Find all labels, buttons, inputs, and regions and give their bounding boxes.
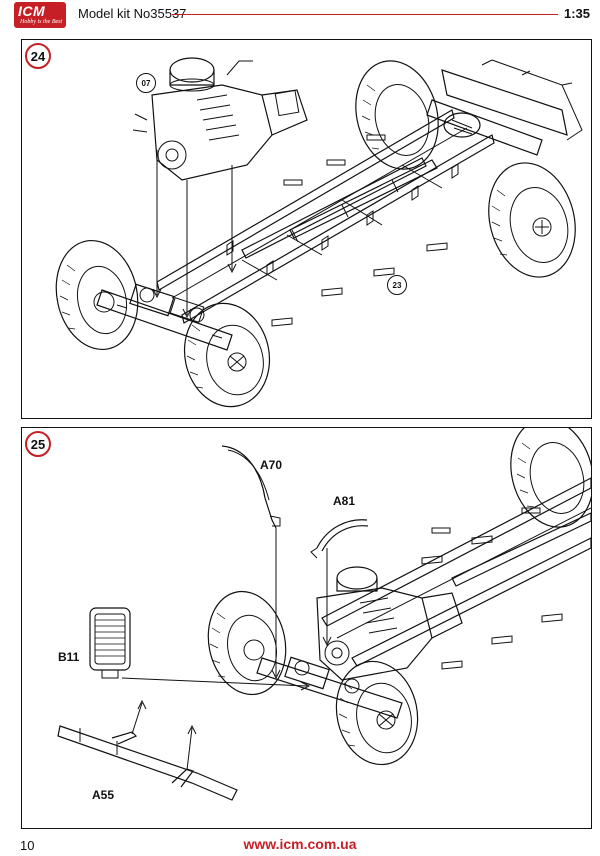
step-number-24: 24 [25,43,51,69]
website-link[interactable]: www.icm.com.ua [243,836,357,852]
frame-rails [156,109,495,327]
sub-assembly-ref-23: 23 [387,275,407,295]
sub-assembly-ref-07: 07 [136,73,156,93]
page-header: ICM Hobby is the Best Model kit No35537 … [0,0,600,30]
engine-assembly [132,57,308,181]
part-a81-hose [310,519,369,647]
part-label-a70: A70 [260,458,283,472]
frame-rails-25 [321,477,591,670]
kit-number: Model kit No35537 [78,6,187,21]
logo-tagline: Hobby is the Best [20,19,63,25]
icm-logo: ICM Hobby is the Best [14,2,66,28]
scale-label: 1:35 [563,6,590,21]
front-wheel-right [183,302,271,408]
rear-wheel-left [355,60,439,170]
front-axle-assembly [96,283,233,351]
part-b11-radiator [89,607,311,691]
part-a70-hose [221,445,281,680]
rear-axle-assembly [426,59,583,156]
page-number: 10 [20,838,35,853]
part-label-a81: A81 [333,494,356,508]
logo-text: ICM [18,3,46,19]
front-wheel-left [55,239,139,351]
front-wheel-left-25 [207,590,287,696]
front-axle-25 [256,656,403,719]
chassis-engine-illustration [55,57,583,408]
front-assembly-illustration [57,428,591,801]
part-a55-bumper [57,699,238,801]
engine-mount-arrows [152,150,237,319]
rear-wheel-25 [510,428,591,528]
part-label-b11: B11 [58,650,80,664]
engine-assembly-25 [316,566,463,681]
header-rule [172,14,558,15]
rear-wheel-right [488,162,576,278]
front-wheel-right-25 [335,660,419,766]
step-25-panel: 25 A70 A81 B11 A55 [21,427,592,829]
part-label-a55: A55 [92,788,115,802]
step-number-25: 25 [25,431,51,457]
step-24-panel: 24 07 23 [21,39,592,419]
drive-shafts [241,157,427,259]
